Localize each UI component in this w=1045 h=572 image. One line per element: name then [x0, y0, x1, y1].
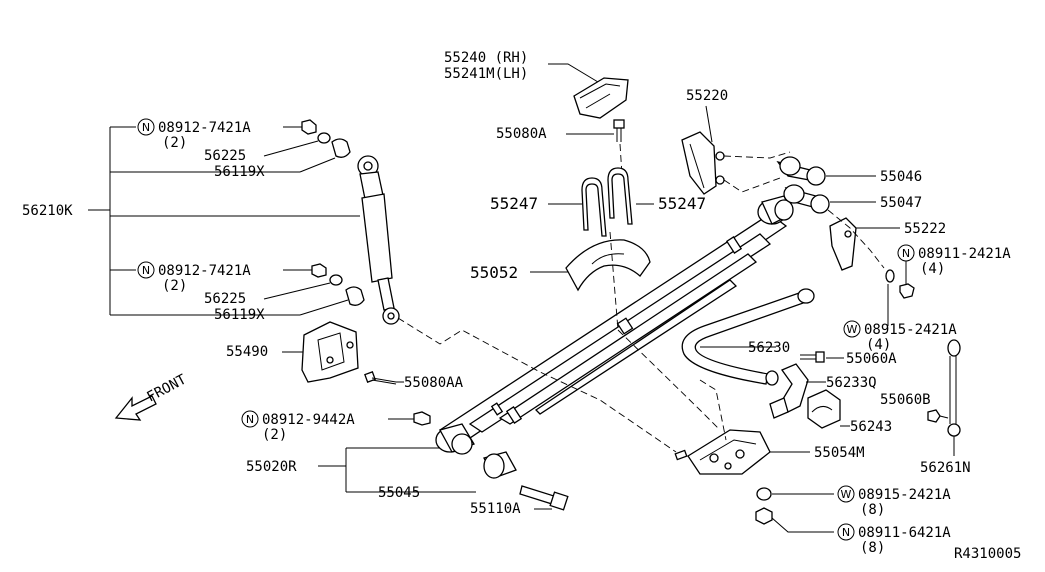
shackle-plate — [829, 217, 857, 271]
bolt-icon — [613, 119, 625, 142]
shackle-bolt — [519, 485, 569, 511]
svg-text:N: N — [142, 121, 150, 134]
bolt-icon — [927, 409, 949, 423]
svg-text:W: W — [841, 488, 852, 501]
label-qty-4-a: (4) — [920, 261, 945, 277]
n-marker-icon: N — [241, 410, 259, 428]
label-55046: 55046 — [880, 169, 922, 185]
label-55020R: 55020R — [246, 459, 297, 475]
spring-bushing — [483, 451, 517, 479]
label-56119X-mid: 56119X — [214, 307, 265, 323]
nut-icon — [755, 507, 773, 525]
label-55110A: 55110A — [470, 501, 521, 517]
label-55060A: 55060A — [846, 351, 897, 367]
label-56119X-top: 56119X — [214, 164, 265, 180]
spring-plate — [674, 429, 771, 475]
label-56225-mid: 56225 — [204, 291, 246, 307]
label-56210K: 56210K — [22, 203, 73, 219]
label-08915-2421A-qty8: 08915-2421A — [858, 487, 951, 503]
washer-icon — [329, 274, 343, 286]
nut-icon — [301, 119, 317, 135]
label-55490: 55490 — [226, 344, 268, 360]
svg-text:W: W — [847, 323, 858, 336]
label-55241M-lh: 55241M(LH) — [444, 66, 528, 82]
u-bolt-right — [607, 167, 633, 225]
front-arrow-icon — [114, 395, 157, 421]
washer-icon — [885, 269, 895, 283]
label-08912-7421A-mid: 08912-7421A — [158, 263, 251, 279]
label-qty-2-top: (2) — [162, 135, 187, 151]
bushing-55047 — [783, 184, 830, 214]
label-55052: 55052 — [470, 263, 518, 282]
label-56233Q: 56233Q — [826, 375, 877, 391]
label-55045: 55045 — [378, 485, 420, 501]
nut-icon — [413, 411, 431, 426]
label-55080A: 55080A — [496, 126, 547, 142]
label-55247-right: 55247 — [658, 194, 706, 213]
bushing-55046 — [776, 156, 826, 186]
label-55080AA: 55080AA — [404, 375, 464, 391]
label-56243: 56243 — [850, 419, 892, 435]
label-08912-9442A: 08912-9442A — [262, 412, 355, 428]
label-qty-4-b: (4) — [866, 337, 891, 353]
label-55240-rh: 55240 (RH) — [444, 50, 528, 66]
nut-icon — [899, 283, 915, 299]
label-08911-2421A: 08911-2421A — [918, 246, 1011, 262]
bolt-icon — [800, 351, 825, 363]
label-front: FRONT — [144, 371, 189, 405]
bracket-56210K — [88, 126, 360, 316]
n-marker-icon: N — [837, 523, 855, 541]
spring-hanger — [681, 131, 725, 195]
bushing-icon — [331, 138, 351, 158]
label-55047: 55047 — [880, 195, 922, 211]
label-55054M: 55054M — [814, 445, 865, 461]
svg-text:N: N — [246, 413, 254, 426]
svg-text:N: N — [842, 526, 850, 539]
w-marker-icon: W — [837, 485, 855, 503]
svg-text:N: N — [902, 247, 910, 260]
nut-icon — [311, 263, 327, 278]
washer-icon — [756, 487, 772, 501]
label-08912-7421A-top: 08912-7421A — [158, 120, 251, 136]
label-55060B: 55060B — [880, 392, 931, 408]
label-56261N: 56261N — [920, 460, 971, 476]
label-qty-2-low: (2) — [262, 427, 287, 443]
label-56225-top: 56225 — [204, 148, 246, 164]
stabilizer-bar — [681, 288, 815, 386]
spring-seat — [565, 239, 651, 292]
label-qty-8-a: (8) — [860, 502, 885, 518]
w-marker-icon: W — [843, 320, 861, 338]
label-56230: 56230 — [748, 340, 790, 356]
stabilizer-clamp — [769, 363, 809, 419]
svg-text:N: N — [142, 264, 150, 277]
shock-absorber — [357, 155, 400, 325]
label-55222: 55222 — [904, 221, 946, 237]
label-08911-6421A: 08911-6421A — [858, 525, 951, 541]
stabilizer-link — [947, 339, 961, 437]
n-marker-icon: N — [137, 118, 155, 136]
label-55220: 55220 — [686, 88, 728, 104]
label-08915-2421A-qty4: 08915-2421A — [864, 322, 957, 338]
u-bolt-left — [581, 177, 607, 237]
label-qty-2-mid: (2) — [162, 278, 187, 294]
bushing-icon — [345, 286, 365, 306]
washer-icon — [317, 132, 331, 144]
label-qty-8-b: (8) — [860, 540, 885, 556]
bump-stopper — [573, 77, 629, 119]
shock-mount-bracket — [301, 321, 359, 383]
stabilizer-bushing — [807, 389, 841, 429]
bracket-55020R — [318, 447, 476, 493]
bolt-icon — [364, 371, 397, 385]
n-marker-icon: N — [897, 244, 915, 262]
n-marker-icon: N — [137, 261, 155, 279]
reference-number: R4310005 — [954, 546, 1021, 562]
label-55247-left: 55247 — [490, 194, 538, 213]
